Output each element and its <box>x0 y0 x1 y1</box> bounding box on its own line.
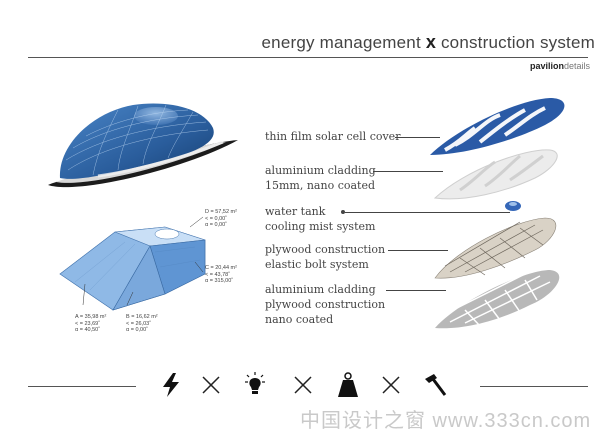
title-part-1: energy management <box>261 33 421 52</box>
layer-label-aluminium-cladding: aluminium cladding 15mm, nano coated <box>265 163 376 193</box>
leader-dot <box>341 210 345 214</box>
layer-label-water-tank: water tank cooling mist system <box>265 204 375 234</box>
subtitle-bold: pavilion <box>529 61 564 71</box>
title-x: x <box>425 32 437 52</box>
layer-label-line: plywood construction <box>265 298 386 311</box>
watermark: 中国设计之窗 www.333cn.com <box>300 410 592 432</box>
lightning-icon <box>163 373 179 397</box>
dim-d-angle: α = 0,00˚ <box>205 222 227 228</box>
area-diagram <box>59 216 206 311</box>
dim-a-angle: α = 40,50˚ <box>75 327 101 333</box>
cross-icon <box>294 376 312 394</box>
dimension-c: C = 20,44 m² < = 43,78˚ α = 315,00˚ <box>205 265 237 285</box>
layer-label-line: cooling mist system <box>265 220 376 233</box>
leader-line <box>395 137 440 138</box>
dimension-a: A = 35,98 m² < = 23,69˚ α = 40,50˚ <box>75 314 106 334</box>
solar-cover-layer <box>430 98 565 155</box>
dimension-d: D = 57,52 m² < = 0,00˚ α = 0,00˚ <box>205 209 237 229</box>
layer-label-line: water tank <box>265 205 326 218</box>
footer-divider-right <box>480 386 588 387</box>
layer-label-line: aluminium cladding <box>265 164 376 177</box>
exploded-layers <box>430 98 565 329</box>
leader-line <box>373 171 443 172</box>
dim-b-slope: < = 26,03˚ <box>126 320 152 327</box>
page-title: energy management x construction system <box>0 32 595 53</box>
dimension-b: B = 16,62 m² < = 26,03˚ α = 0,00˚ <box>126 314 158 334</box>
leader-line <box>345 212 510 213</box>
layer-label-line: thin film solar cell cover <box>265 130 401 143</box>
dim-a-area: A = 35,98 m² <box>75 314 107 320</box>
aluminium-cladding-layer <box>433 149 558 200</box>
weight-icon <box>338 372 358 397</box>
leader-line <box>388 250 448 251</box>
dim-c-angle: α = 315,00˚ <box>205 278 234 284</box>
page-subtitle: paviliondetails <box>0 61 590 71</box>
pavilion-render <box>48 103 238 188</box>
layer-label-solar-cover: thin film solar cell cover <box>265 129 400 144</box>
plywood-layer <box>434 217 557 279</box>
layer-label-line: nano coated <box>265 313 334 326</box>
dim-c-area: C = 20,44 m² <box>205 265 237 271</box>
layer-label-line: aluminium cladding <box>265 283 376 296</box>
layer-label-cladding-plywood: aluminium cladding plywood construction … <box>265 282 385 327</box>
layer-label-line: elastic bolt system <box>265 258 369 271</box>
dim-a-slope: < = 23,69˚ <box>75 320 101 327</box>
leader-line <box>386 290 446 291</box>
layer-label-line: 15mm, nano coated <box>265 179 376 192</box>
dim-d-slope: < = 0,00˚ <box>205 215 228 222</box>
footer-divider-left <box>28 386 136 387</box>
title-part-2: construction system <box>440 33 595 52</box>
water-tank-layer <box>505 201 521 211</box>
base-cladding-layer <box>435 270 560 329</box>
dim-c-slope: < = 43,78˚ <box>205 271 231 278</box>
dim-d-area: D = 57,52 m² <box>205 209 237 215</box>
layer-label-plywood-construction: plywood construction elastic bolt system <box>265 242 385 272</box>
dim-b-angle: α = 0,00˚ <box>126 327 148 333</box>
dim-b-area: B = 16,62 m² <box>126 314 158 320</box>
header-divider <box>28 57 588 58</box>
layer-label-line: plywood construction <box>265 243 386 256</box>
subtitle-light: details <box>563 61 590 71</box>
cross-icon <box>382 376 400 394</box>
hammer-icon <box>425 374 447 396</box>
lightbulb-icon <box>245 372 265 394</box>
cross-icon <box>202 376 220 394</box>
